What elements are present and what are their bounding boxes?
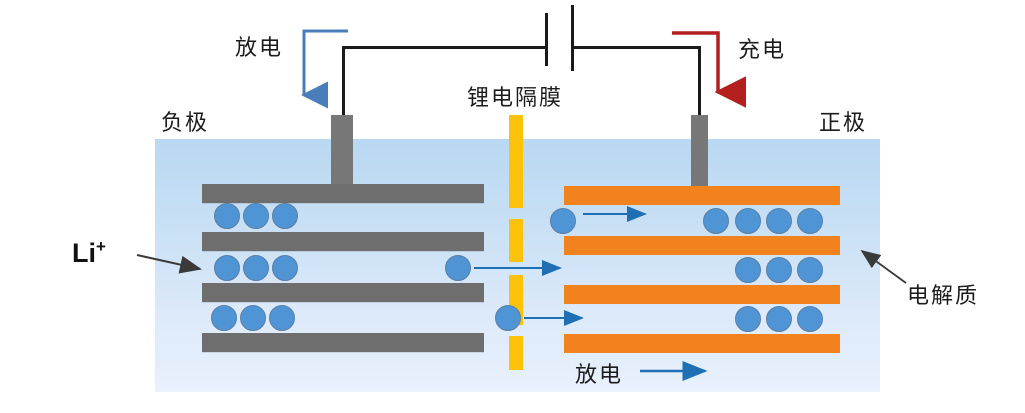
lithium-ion bbox=[797, 257, 823, 283]
anode-plate bbox=[202, 333, 484, 352]
label-discharge-top: 放电 bbox=[235, 35, 284, 60]
circuit-wire-left-horizontal bbox=[342, 46, 547, 49]
anode-plate bbox=[202, 232, 484, 251]
anode-terminal-tab bbox=[331, 115, 353, 195]
lithium-ion bbox=[703, 208, 729, 234]
lithium-ion-in-transit bbox=[445, 255, 471, 281]
circuit-wire-right-vertical bbox=[698, 46, 701, 118]
label-discharge-bottom: 放电 bbox=[575, 362, 624, 387]
lithium-ion-charge-sign: + bbox=[96, 237, 106, 256]
separator-segment bbox=[509, 115, 523, 208]
circuit-wire-right-horizontal bbox=[571, 46, 701, 49]
lithium-ion bbox=[735, 306, 761, 332]
battery-cell-short-bar bbox=[545, 13, 548, 66]
lithium-ion bbox=[243, 203, 269, 229]
lithium-ion-in-transit bbox=[550, 208, 576, 234]
cathode-plate bbox=[564, 186, 840, 205]
anode-plate bbox=[202, 184, 484, 203]
lithium-ion bbox=[766, 257, 792, 283]
circuit-wire-left-vertical bbox=[342, 46, 345, 118]
anode-plate bbox=[202, 283, 484, 302]
label-separator: 锂电隔膜 bbox=[467, 85, 564, 110]
lithium-ion bbox=[797, 208, 823, 234]
label-electrolyte: 电解质 bbox=[907, 283, 980, 308]
lithium-ion bbox=[214, 255, 240, 281]
lithium-ion bbox=[243, 255, 269, 281]
cathode-terminal-tab bbox=[691, 115, 708, 188]
label-anode: 负极 bbox=[161, 110, 210, 135]
lithium-ion-symbol: Li bbox=[72, 238, 96, 268]
label-cathode: 正极 bbox=[819, 110, 868, 135]
lithium-ion bbox=[211, 305, 237, 331]
lithium-ion bbox=[766, 306, 792, 332]
charge-arrow-top bbox=[672, 31, 746, 108]
label-charge-top: 充电 bbox=[738, 37, 787, 62]
separator-segment bbox=[509, 336, 523, 370]
lithium-ion bbox=[269, 305, 295, 331]
lithium-ion bbox=[214, 203, 240, 229]
lithium-ion bbox=[735, 257, 761, 283]
battery-cell-long-bar bbox=[571, 5, 574, 71]
lithium-ion bbox=[240, 305, 266, 331]
lithium-ion bbox=[272, 203, 298, 229]
lithium-ion bbox=[797, 306, 823, 332]
separator-segment bbox=[509, 219, 523, 262]
lithium-ion bbox=[766, 208, 792, 234]
cathode-plate bbox=[564, 285, 840, 304]
lithium-ion-in-transit bbox=[495, 305, 521, 331]
lithium-ion bbox=[735, 208, 761, 234]
cathode-plate bbox=[564, 334, 840, 353]
lithium-ion bbox=[272, 255, 298, 281]
cathode-plate bbox=[564, 236, 840, 255]
label-lithium-ion: Li+ bbox=[72, 237, 106, 269]
